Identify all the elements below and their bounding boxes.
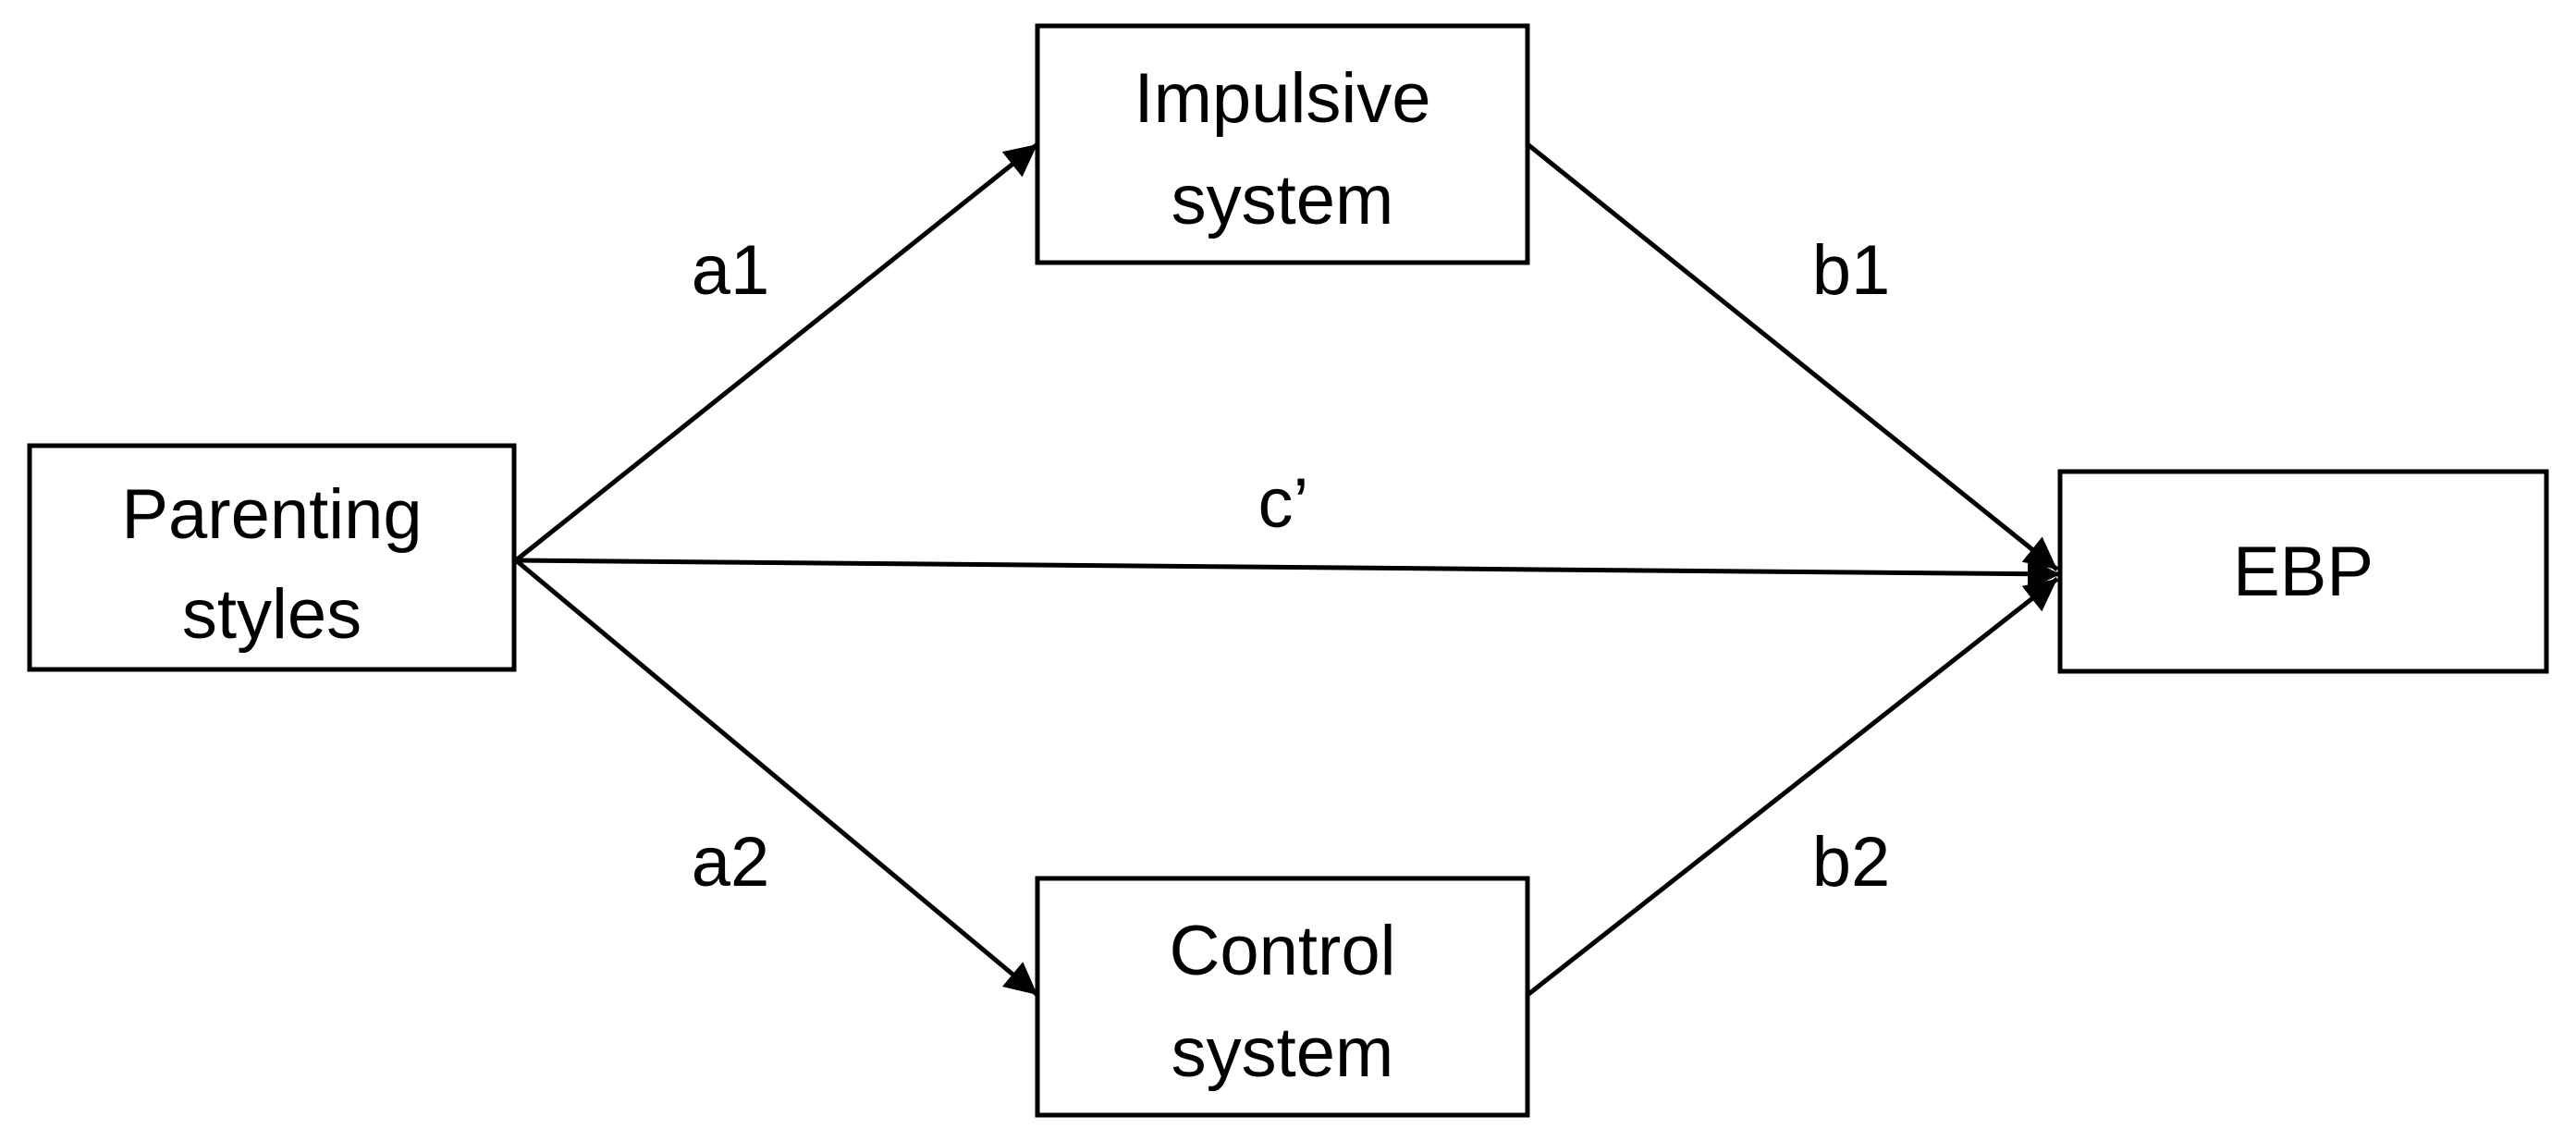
edge-label-c-prime: c’	[1258, 464, 1309, 543]
edge-label-b2: b2	[1812, 823, 1891, 902]
edge-label-a2: a2	[692, 823, 770, 902]
node-parenting-styles: Parenting styles	[27, 443, 517, 672]
node-impulsive-system-box	[1035, 23, 1530, 265]
node-impulsive-system-line2: system	[1171, 161, 1394, 239]
edge-label-b1: b1	[1812, 231, 1891, 310]
node-ebp: EBP	[2057, 469, 2549, 674]
node-impulsive-system: Impulsive system	[1035, 23, 1530, 265]
node-parenting-styles-line2: styles	[182, 575, 362, 654]
edge-a1-arrow	[514, 142, 1039, 562]
node-control-system-line2: system	[1171, 1013, 1394, 1092]
node-parenting-styles-box	[27, 443, 517, 672]
node-control-system-box	[1035, 876, 1530, 1118]
edge-label-a1: a1	[692, 231, 770, 310]
node-ebp-box	[2057, 469, 2549, 674]
edge-b2-arrow	[1526, 577, 2059, 997]
node-impulsive-system-line1: Impulsive	[1135, 59, 1431, 138]
node-ebp-label: EBP	[2233, 533, 2374, 611]
edge-a2-arrow	[514, 558, 1039, 997]
edge-c-prime-arrow	[515, 558, 2061, 591]
node-parenting-styles-line1: Parenting	[121, 475, 422, 554]
edge-b1-arrow	[1526, 142, 2059, 571]
node-control-system: Control system	[1035, 876, 1530, 1118]
node-control-system-line1: Control	[1170, 912, 1396, 990]
